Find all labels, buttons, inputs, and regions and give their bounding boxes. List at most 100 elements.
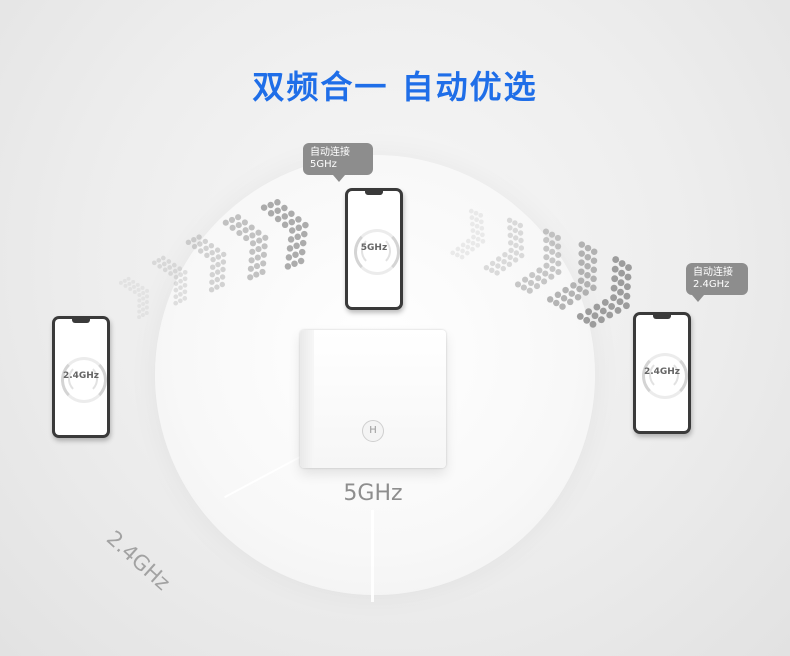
wave-dot <box>221 251 227 258</box>
wave-dot <box>584 253 592 261</box>
wave-dot <box>512 220 518 226</box>
beam-line-vertical <box>371 510 374 602</box>
wave-dot <box>219 274 226 280</box>
wave-dot <box>616 298 624 306</box>
wave-dot <box>513 242 519 249</box>
wave-dot <box>248 257 255 264</box>
wave-dot <box>167 265 173 270</box>
wave-dot <box>173 281 179 286</box>
wave-dot <box>128 287 133 291</box>
wave-dot <box>519 252 525 259</box>
wave-dot <box>249 232 256 239</box>
wave-dot <box>469 215 475 220</box>
wave-dot <box>210 256 216 263</box>
wave-dot <box>220 259 227 265</box>
wave-dot <box>508 247 514 254</box>
wave-dot <box>473 210 479 216</box>
wave-dot <box>274 207 281 214</box>
wave-dot <box>489 267 495 273</box>
wave-dot <box>555 268 562 276</box>
wave-dot <box>526 287 533 294</box>
wave-dot <box>247 274 254 281</box>
wave-dot <box>140 285 145 290</box>
wave-dot <box>622 302 630 310</box>
wave-dot <box>612 256 620 264</box>
wave-dot <box>131 279 136 284</box>
wave-dot <box>584 281 591 288</box>
wave-dot <box>502 252 508 258</box>
wave-dot <box>559 303 566 310</box>
wave-dot <box>480 232 485 238</box>
wave-dot <box>151 260 157 266</box>
wave-dot <box>460 248 465 254</box>
wave-dot <box>624 273 632 281</box>
router-band-label: 5GHz <box>343 481 403 506</box>
wave-dot <box>468 208 474 214</box>
wave-dot <box>614 306 622 314</box>
wave-dot <box>555 243 562 250</box>
wave-left-chevrons-icon <box>118 199 309 320</box>
wave-dot <box>191 237 197 243</box>
wave-dot <box>582 289 589 296</box>
wave-dot <box>285 254 293 261</box>
wave-dot <box>536 267 543 274</box>
wave-dot <box>259 268 266 275</box>
wave-dot <box>267 210 275 217</box>
bubble-right-line1: 自动连接 <box>693 267 733 278</box>
bubble-center-line1: 自动连接 <box>310 147 350 158</box>
wave-dot <box>546 296 554 303</box>
wave-dot <box>260 204 268 211</box>
wave-dot <box>578 259 585 266</box>
wave-dot <box>220 266 226 273</box>
wave-dot <box>553 299 560 307</box>
wave-dot <box>574 293 582 301</box>
wave-dot <box>127 281 132 286</box>
wave-dot <box>578 268 585 275</box>
phone-center-screen: 5GHz <box>348 191 400 307</box>
wave-dot <box>281 204 288 212</box>
wave-dot <box>235 222 242 229</box>
wave-dot <box>284 263 292 270</box>
phone-left-screen: 2.4GHz <box>55 319 107 435</box>
wave-dot <box>122 278 127 283</box>
wave-dot <box>281 213 289 220</box>
wave-dot <box>247 265 254 272</box>
wave-dot <box>214 284 220 290</box>
wave-dot <box>178 291 183 297</box>
wave-dot <box>512 227 518 234</box>
wave-dot <box>178 272 184 278</box>
wave-dot <box>549 265 556 272</box>
wave-dot <box>141 296 146 301</box>
wave-dot <box>623 292 631 300</box>
wave-dot <box>535 275 542 282</box>
wave-dot <box>483 265 490 271</box>
wave-dot <box>197 241 203 247</box>
wave-dot <box>209 279 215 285</box>
wave-dot <box>203 245 209 251</box>
wave-dot <box>242 227 249 234</box>
wave-dot <box>288 210 295 217</box>
wave-dot <box>210 264 216 270</box>
wave-dot <box>137 298 142 303</box>
wave-dot <box>141 291 146 295</box>
wave-dot <box>267 201 274 209</box>
wave-dot <box>140 313 145 317</box>
wave-dot <box>501 259 507 265</box>
wave-dot <box>173 300 179 306</box>
phone-center: 5GHz <box>345 188 403 310</box>
wave-dot <box>137 315 142 320</box>
wave-dot <box>610 284 618 292</box>
wave-dot <box>182 296 188 301</box>
wave-dot <box>542 270 549 277</box>
wave-dot <box>123 283 128 288</box>
wave-dot <box>464 250 470 256</box>
bubble-right: 自动连接 2.4GHz <box>686 263 748 302</box>
wave-dot <box>255 229 262 236</box>
wave-dot <box>301 230 308 238</box>
wave-dot <box>590 266 598 274</box>
wave-dot <box>520 284 527 291</box>
wave-dot <box>214 276 220 283</box>
wave-dot <box>281 221 289 229</box>
wave-dot <box>161 261 167 267</box>
wave-dot <box>182 282 188 288</box>
